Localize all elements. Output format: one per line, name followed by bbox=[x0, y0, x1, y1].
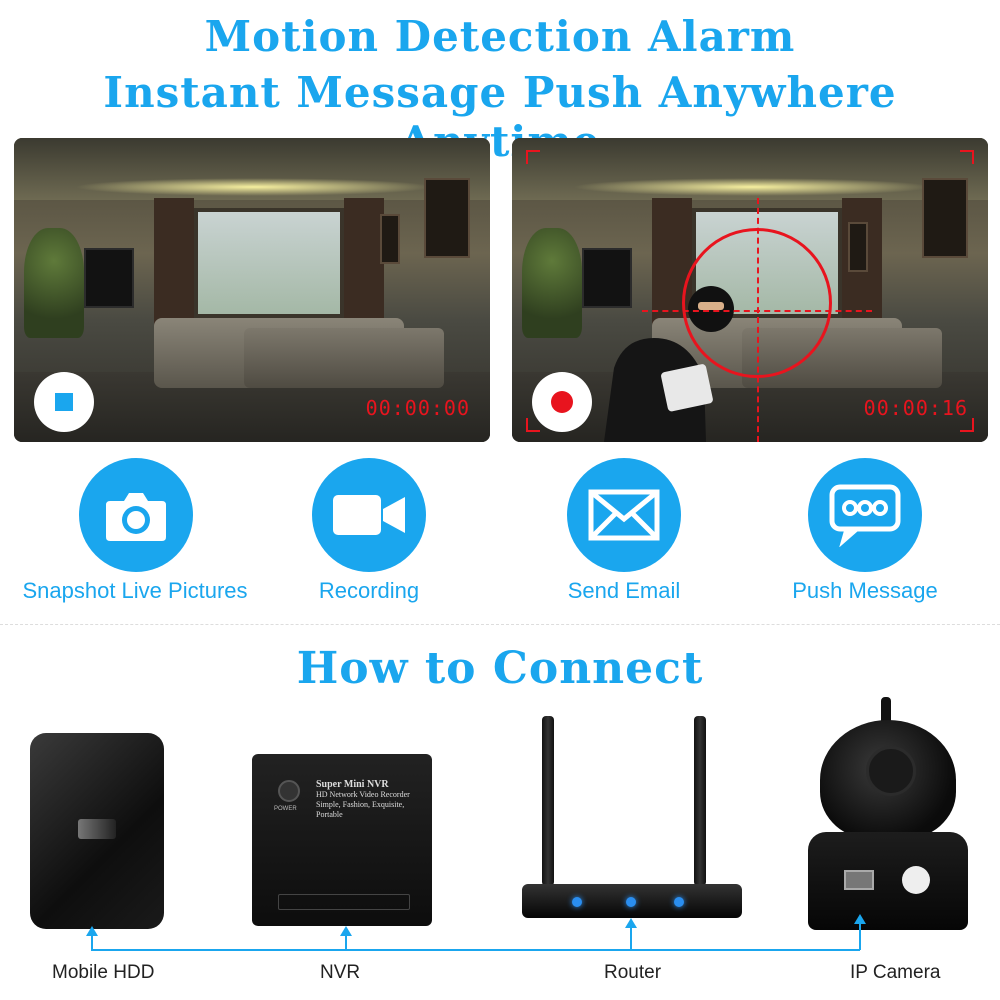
router-led bbox=[674, 897, 684, 907]
chat-bubble-icon bbox=[808, 458, 922, 572]
stop-icon bbox=[55, 393, 73, 411]
device-label-nvr: NVR bbox=[320, 962, 361, 983]
device-label-mobile-hdd: Mobile HDD bbox=[52, 962, 155, 983]
frame-corner-bottom-left bbox=[526, 418, 540, 432]
ip-camera-image bbox=[808, 720, 968, 930]
wall-art bbox=[922, 178, 968, 258]
feature-label: Recording bbox=[318, 578, 420, 603]
feature-push-message: Push Message bbox=[745, 458, 985, 604]
television bbox=[84, 248, 134, 308]
wall-art-small bbox=[848, 222, 868, 272]
television bbox=[582, 248, 632, 308]
nvr-ports bbox=[278, 894, 410, 910]
router-antenna-left bbox=[542, 716, 554, 886]
device-label-ip-camera: IP Camera bbox=[850, 962, 941, 983]
nvr-tagline: Simple, Fashion, Exquisite, Portable bbox=[316, 800, 405, 819]
feature-label: Push Message bbox=[792, 578, 938, 603]
camera-icon bbox=[79, 458, 193, 572]
router-led bbox=[572, 897, 582, 907]
plant bbox=[24, 228, 84, 338]
frame-corner-bottom-right bbox=[960, 418, 974, 432]
frame-corner-top-left bbox=[526, 150, 540, 164]
ceiling-light bbox=[572, 178, 932, 196]
stop-button[interactable] bbox=[34, 372, 94, 432]
record-dot-icon bbox=[551, 391, 573, 413]
nvr-power-label: POWER bbox=[274, 806, 297, 812]
timecode: 00:00:00 bbox=[365, 396, 470, 420]
feature-snapshot: Snapshot Live Pictures bbox=[15, 458, 255, 604]
headline-motion-detection: Motion Detection Alarm bbox=[204, 12, 796, 61]
nvr-branding: Super Mini NVR HD Network Video Recorder… bbox=[316, 780, 432, 820]
connect-title: How to Connect bbox=[296, 643, 704, 694]
nvr-image: POWER Super Mini NVR HD Network Video Re… bbox=[252, 754, 432, 926]
curtain-right bbox=[344, 198, 384, 338]
curtain-left bbox=[154, 198, 194, 338]
feature-label: Snapshot Live Pictures bbox=[22, 578, 248, 603]
router-antenna-right bbox=[694, 716, 706, 886]
nvr-brand: Super Mini NVR bbox=[316, 779, 389, 790]
camera-head bbox=[820, 720, 956, 840]
ethernet-port bbox=[844, 870, 874, 890]
window bbox=[194, 208, 344, 318]
feature-label: Send Email bbox=[567, 578, 681, 603]
wall-art bbox=[424, 178, 470, 258]
reticle-vertical-line bbox=[757, 198, 759, 442]
live-view-normal: 00:00:00 bbox=[14, 138, 490, 442]
qc-sticker bbox=[902, 866, 930, 894]
camera-base bbox=[808, 832, 968, 930]
camera-lens bbox=[866, 746, 916, 796]
sofa-corner bbox=[244, 328, 444, 388]
section-divider bbox=[0, 624, 1000, 625]
router-led bbox=[626, 897, 636, 907]
feature-recording: Recording bbox=[249, 458, 489, 604]
ceiling-light bbox=[74, 178, 434, 196]
reticle-horizontal-line bbox=[642, 310, 872, 312]
nvr-subtitle: HD Network Video Recorder bbox=[316, 790, 410, 799]
envelope-icon bbox=[567, 458, 681, 572]
frame-corner-top-right bbox=[960, 150, 974, 164]
record-button[interactable] bbox=[532, 372, 592, 432]
device-label-router: Router bbox=[604, 962, 662, 983]
timecode: 00:00:16 bbox=[863, 396, 968, 420]
hdd-indicator bbox=[78, 819, 116, 839]
power-button-icon bbox=[278, 780, 300, 802]
router-image bbox=[522, 884, 742, 918]
feature-send-email: Send Email bbox=[504, 458, 744, 604]
intruder-figure bbox=[604, 338, 713, 442]
plant bbox=[522, 228, 582, 338]
mobile-hdd-image bbox=[30, 733, 164, 929]
video-camera-icon bbox=[312, 458, 426, 572]
wall-art-small bbox=[380, 214, 400, 264]
live-view-intruder: 00:00:16 bbox=[512, 138, 988, 442]
